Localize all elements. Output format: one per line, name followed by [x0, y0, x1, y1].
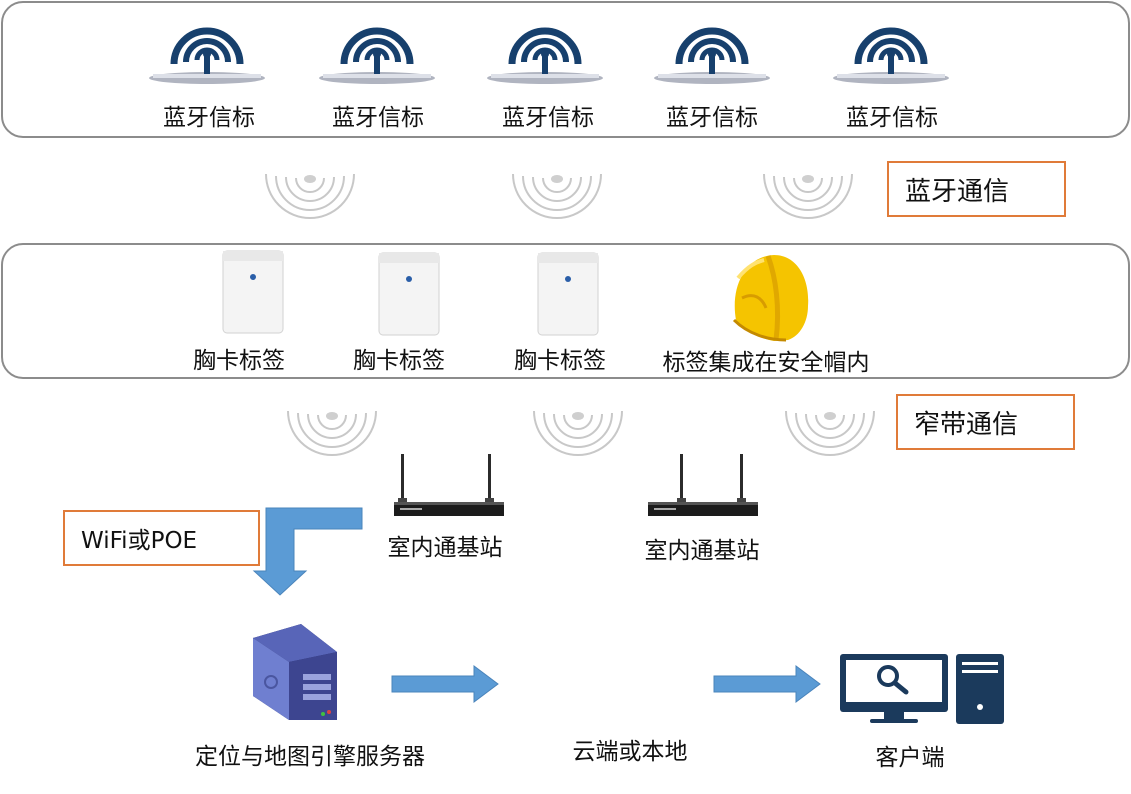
signal-wave-icon: [785, 410, 875, 456]
beacon-panel: [1, 1, 1130, 138]
safety-helmet-icon: [732, 255, 809, 342]
badge-card-icon: [378, 252, 440, 336]
desktop-computer-icon: [840, 654, 1004, 724]
router-icon: [648, 454, 758, 516]
beacon-label-3: 蓝牙信标: [502, 105, 594, 131]
beacon-3: [486, 27, 604, 90]
server: [245, 622, 341, 726]
signal-wave-icon: [533, 410, 623, 456]
narrowband-comm-label: 窄带通信: [896, 394, 1075, 450]
beacon-icon: [319, 27, 435, 84]
tag-label-2: 胸卡标签: [353, 348, 445, 374]
beacon-label-2: 蓝牙信标: [332, 105, 424, 131]
station-label-1: 室内通基站: [387, 535, 503, 561]
badge-tag-3: [537, 252, 599, 340]
signal-wave-icon: [763, 173, 853, 219]
beacon-4: [653, 27, 771, 90]
tag-label-4: 标签集成在安全帽内: [662, 350, 870, 376]
right-arrow-icon: [713, 665, 821, 703]
beacon-label-1: 蓝牙信标: [163, 105, 255, 131]
base-station-2: [648, 452, 760, 524]
badge-card-icon: [222, 250, 284, 334]
badge-tag-1: [222, 250, 284, 338]
beacon-icon: [654, 27, 770, 84]
beacon-1: [148, 27, 266, 90]
client-label: 客户端: [875, 745, 945, 771]
signal-wave-icon: [512, 173, 602, 219]
tag-label-1: 胸卡标签: [193, 348, 285, 374]
base-station-1: [394, 452, 506, 524]
beacon-icon: [487, 27, 603, 84]
tag-panel: [1, 243, 1130, 379]
beacon-label-5: 蓝牙信标: [846, 105, 938, 131]
signal-wave-icon: [265, 173, 355, 219]
router-icon: [394, 454, 504, 516]
server-tower-icon: [253, 624, 337, 720]
tag-label-3: 胸卡标签: [514, 348, 606, 374]
helmet-tag: [728, 250, 812, 348]
beacon-icon: [833, 27, 949, 84]
cloud-label: 云端或本地: [572, 739, 688, 765]
wifi-poe-label: WiFi或POE: [63, 510, 260, 566]
signal-wave-icon: [287, 410, 377, 456]
server-label: 定位与地图引擎服务器: [195, 744, 425, 770]
beacon-label-4: 蓝牙信标: [666, 105, 758, 131]
bluetooth-comm-label: 蓝牙通信: [887, 161, 1066, 217]
bent-arrow-icon: [252, 507, 363, 596]
badge-card-icon: [537, 252, 599, 336]
right-arrow-icon: [391, 665, 499, 703]
beacon-5: [832, 27, 950, 90]
client-computer: [840, 652, 1006, 730]
beacon-icon: [149, 27, 265, 84]
beacon-2: [318, 27, 436, 90]
station-label-2: 室内通基站: [644, 538, 760, 564]
badge-tag-2: [378, 252, 440, 340]
